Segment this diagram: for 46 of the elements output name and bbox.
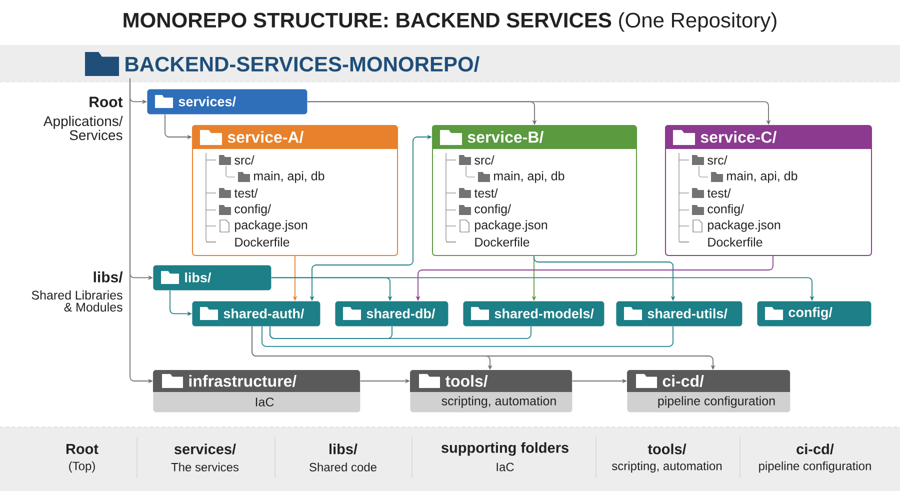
folder-box: shared-auth/	[192, 301, 320, 326]
file-name: src/	[234, 155, 254, 165]
file-name: package.json	[235, 220, 308, 232]
title: MONOREPO STRUCTURE: BACKEND SERVICES (One Repository)	[124, 12, 776, 32]
file-name: config/	[234, 204, 272, 216]
column-note: scripting, automation	[612, 461, 722, 473]
column-heading: tools/	[648, 444, 686, 454]
file-name: config/	[474, 204, 512, 216]
folder-box: shared-utils/	[616, 301, 742, 326]
file-name: src/	[474, 155, 494, 165]
folder-box: ci-cd/ pipeline configuration	[627, 370, 790, 412]
side-label: libs/	[94, 271, 123, 283]
column-heading: libs/	[330, 444, 358, 454]
column-heading: ci-cd/	[796, 444, 834, 454]
file-name: config/	[708, 204, 744, 216]
file-name: Dockerfile	[475, 237, 530, 247]
folder-box: tools/ scripting, automation	[410, 370, 572, 412]
column-heading: Root	[66, 444, 98, 454]
side-label: Root	[90, 96, 123, 108]
folder-title: BACKEND-SERVICES-MONOREPO/	[126, 56, 480, 72]
file-name: test/	[707, 188, 731, 198]
file-name: Dockerfile	[235, 237, 290, 247]
folder-box: services/	[147, 89, 308, 114]
file-name: main, api, db	[254, 171, 324, 183]
folder-box: shared-db/	[335, 301, 448, 326]
file-name: package.json	[475, 220, 548, 232]
column-note: pipeline configuration	[759, 461, 871, 473]
folder-box: shared-models/	[463, 301, 604, 326]
file-name: package.json	[708, 220, 780, 232]
column-heading: services/	[174, 444, 236, 454]
column-note: IaC	[496, 462, 514, 472]
column-note: The services	[171, 462, 239, 472]
file-name: main, api, db	[727, 171, 798, 183]
file-name: main, api, db	[494, 171, 564, 183]
file-name: src/	[708, 155, 728, 165]
folder-box: config/	[757, 301, 872, 326]
side-label: Applications/ Services	[43, 116, 123, 140]
file-name: test/	[234, 188, 258, 198]
file-name: Dockerfile	[708, 237, 762, 247]
column-note: (Top)	[69, 461, 95, 473]
file-name: test/	[474, 188, 498, 198]
column-note: Shared code	[310, 462, 376, 472]
side-label: Shared Libraries & Modules	[32, 290, 122, 312]
folder-box: libs/	[153, 265, 272, 290]
column-heading: supporting folders	[441, 442, 568, 456]
folder-box: infrastructure/ IaC	[153, 370, 360, 412]
